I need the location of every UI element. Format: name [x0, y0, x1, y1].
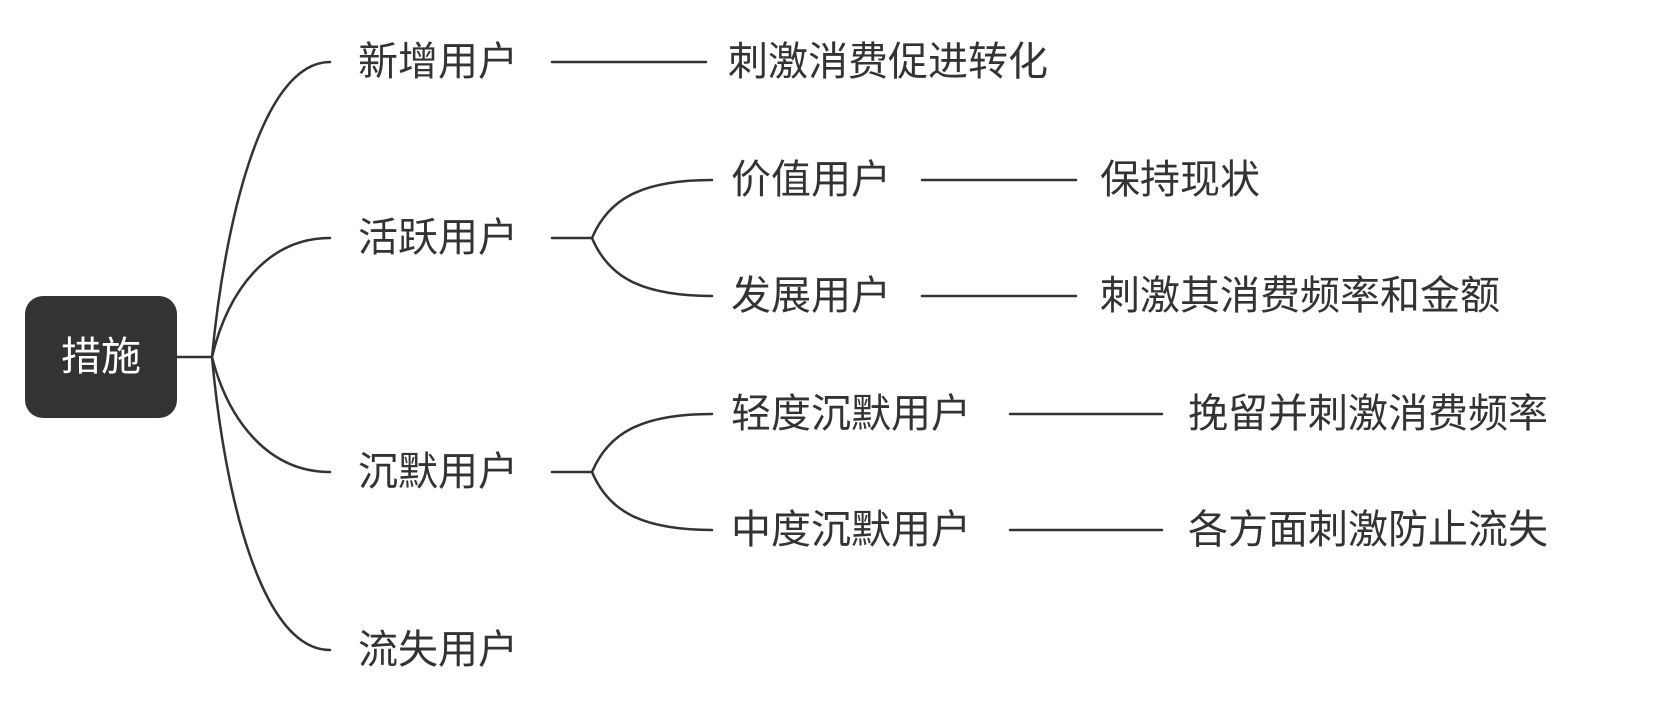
root-node[interactable]: 措施 [25, 296, 177, 418]
connector-silent-to-light-silent [590, 412, 714, 474]
root-node-box [25, 296, 177, 418]
connector-active-to-value-users [590, 178, 714, 240]
connector-root-to-active-users [210, 236, 332, 359]
root-connectors [170, 60, 332, 652]
connector-root-to-silent-users [210, 355, 332, 474]
branch-label-silent-users[interactable]: 沉默用户 [358, 449, 518, 495]
action-medium-silent-users[interactable]: 各方面刺激防止流失 [1188, 507, 1548, 553]
action-new-users[interactable]: 刺激消费促进转化 [728, 39, 1048, 85]
connector-silent-to-medium-silent [590, 470, 714, 532]
branch-label-active-users[interactable]: 活跃用户 [358, 215, 518, 261]
connector-active-to-growth-users [590, 236, 714, 298]
action-growth-users[interactable]: 刺激其消费频率和金额 [1100, 273, 1500, 319]
child-label-value-users[interactable]: 价值用户 [731, 157, 891, 203]
child-label-growth-users[interactable]: 发展用户 [731, 273, 891, 319]
root-node-label: 措施 [61, 334, 141, 380]
active-users-connectors [550, 178, 714, 298]
connector-root-to-new-users [170, 60, 332, 359]
action-light-silent-users[interactable]: 挽留并刺激消费频率 [1188, 391, 1548, 437]
connector-root-to-lost-users [210, 355, 332, 652]
branch-label-lost-users[interactable]: 流失用户 [358, 627, 518, 673]
child-label-medium-silent-users[interactable]: 中度沉默用户 [731, 507, 971, 553]
action-value-users[interactable]: 保持现状 [1100, 157, 1260, 203]
child-label-light-silent-users[interactable]: 轻度沉默用户 [731, 391, 971, 437]
silent-users-connectors [550, 412, 714, 532]
branch-label-new-users[interactable]: 新增用户 [358, 39, 518, 85]
